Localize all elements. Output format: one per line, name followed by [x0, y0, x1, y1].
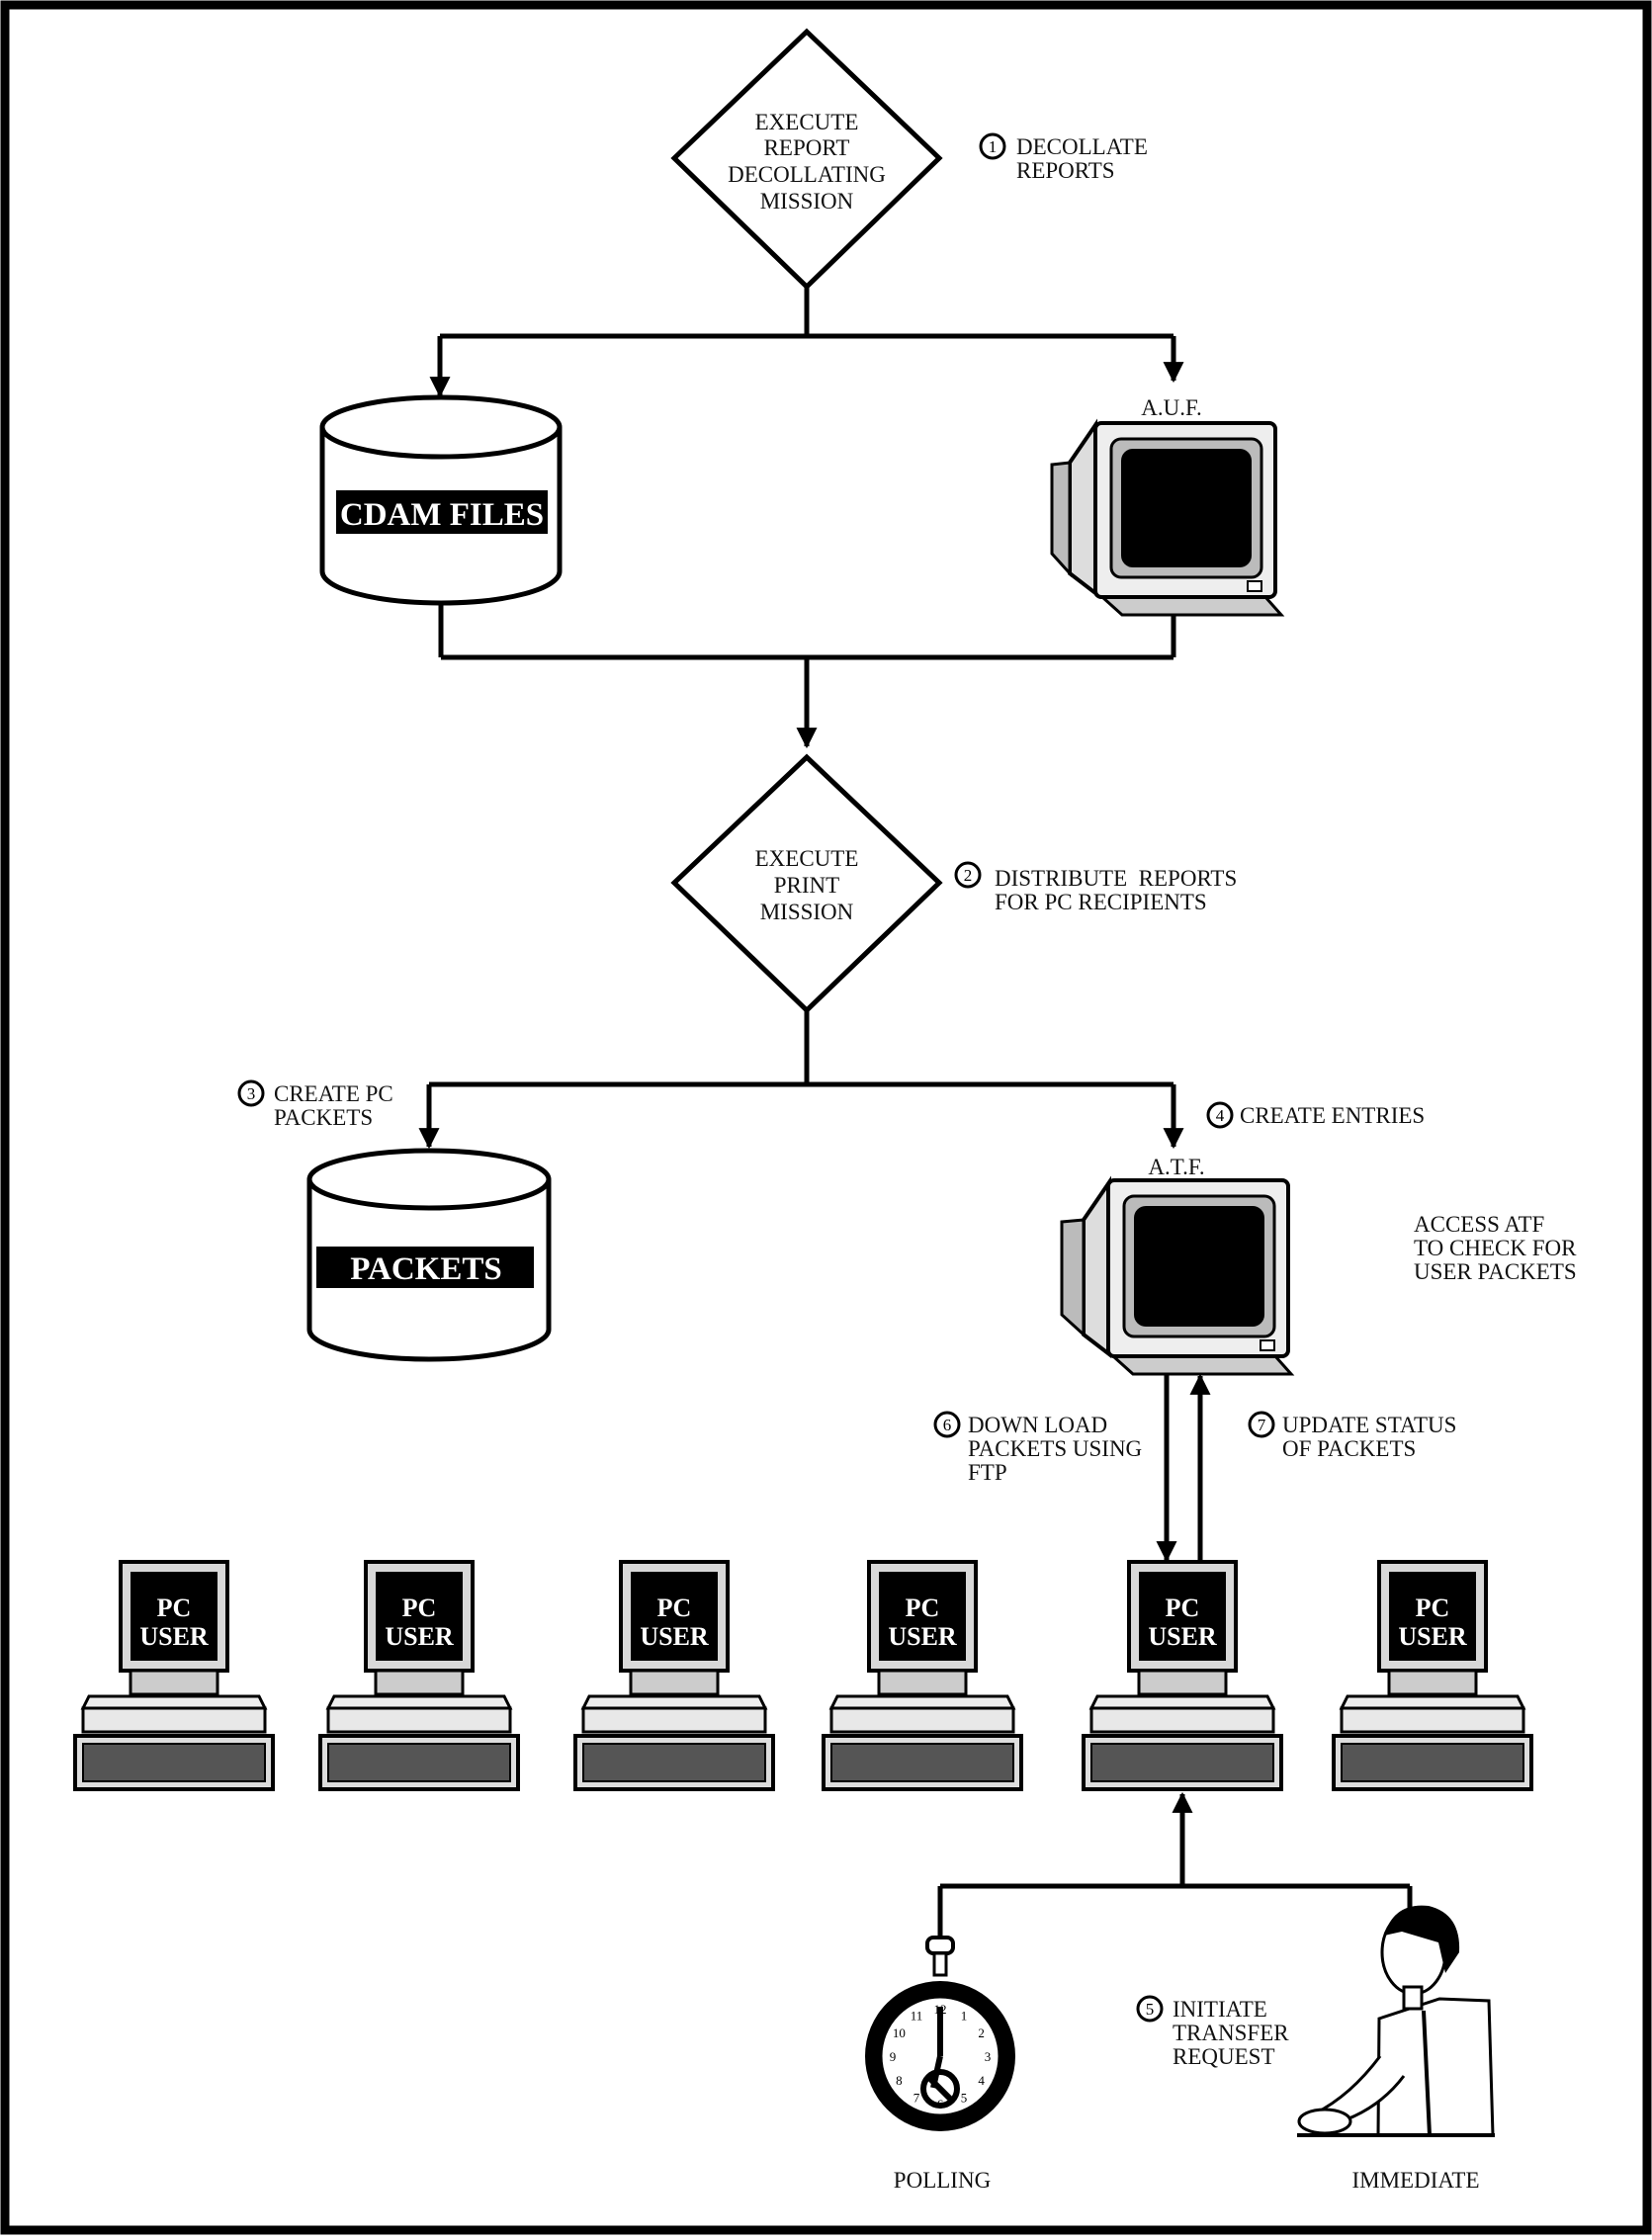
pc-user-3-line-2: USER	[640, 1622, 709, 1651]
step-3-line-2: PACKETS	[274, 1105, 373, 1130]
cdam-files-store: CDAM FILES	[319, 394, 563, 606]
access-note-line-2: TO CHECK FOR	[1414, 1236, 1577, 1260]
transfer-arrows	[1156, 1373, 1211, 1563]
pc-user-2: PC USER	[318, 1560, 520, 1791]
access-atf-note: ACCESS ATF TO CHECK FOR USER PACKETS	[1414, 1212, 1577, 1284]
packets-label-box	[316, 1247, 534, 1288]
step-5-number: 5	[1146, 2000, 1155, 2019]
step-7-line-1: UPDATE STATUS	[1282, 1413, 1456, 1437]
pc-user-1-line-1: PC	[157, 1594, 192, 1622]
step-6-annotation: 6 DOWN LOAD PACKETS USING FTP	[933, 1411, 1142, 1485]
pc-user-4: PC USER	[822, 1560, 1023, 1791]
step-3-annotation: 3 CREATE PC PACKETS	[237, 1079, 393, 1130]
step-1-badge	[979, 132, 1006, 160]
connectors-trigger	[937, 1791, 1413, 1938]
step-1-annotation: 1 DECOLLATE REPORTS	[979, 132, 1148, 183]
step-2-number: 2	[964, 866, 973, 885]
pc-user-5-line-2: USER	[1148, 1622, 1217, 1651]
step-7-number: 7	[1258, 1416, 1266, 1434]
clock-numeral: 3	[985, 2049, 992, 2064]
step-6-line-3: FTP	[968, 1460, 1007, 1485]
step-6-line-2: PACKETS USING	[968, 1436, 1142, 1461]
step-6-number: 6	[943, 1416, 952, 1434]
step-5-annotation: 5 INITIATE TRANSFER REQUEST	[1136, 1995, 1289, 2069]
packets-label: PACKETS	[350, 1251, 501, 1287]
decision-print-line-3: MISSION	[760, 900, 854, 924]
access-note-line-3: USER PACKETS	[1414, 1259, 1577, 1284]
pc-user-5: PC USER	[1082, 1560, 1283, 1791]
step-5-line-3: REQUEST	[1173, 2044, 1275, 2069]
step-4-annotation: 4 CREATE ENTRIES	[1206, 1101, 1425, 1129]
step-1-number: 1	[989, 137, 998, 156]
pc-user-row: PC USER PC USER PC USER	[73, 1560, 1533, 1791]
connectors-merge	[438, 603, 1176, 749]
clock-numeral: 5	[961, 2091, 968, 2106]
access-note-line-1: ACCESS ATF	[1414, 1212, 1544, 1237]
step-1-line-2: REPORTS	[1016, 158, 1115, 183]
cdam-label: CDAM FILES	[340, 497, 544, 533]
clock-numeral: 11	[911, 2008, 923, 2023]
pc-user-1: PC USER	[73, 1560, 275, 1791]
pc-user-5-line-1: PC	[1166, 1594, 1200, 1622]
connectors-middle	[418, 1010, 1184, 1150]
atf-label: A.T.F.	[1148, 1155, 1204, 1179]
step-7-line-2: OF PACKETS	[1282, 1436, 1416, 1461]
step-2-line-1: DISTRIBUTE REPORTS	[995, 866, 1237, 891]
auf-terminal: A.U.F.	[1050, 395, 1285, 617]
decision-print-line-1: EXECUTE	[755, 846, 859, 871]
clock-numeral: 7	[913, 2091, 920, 2106]
step-5-line-2: TRANSFER	[1173, 2021, 1289, 2045]
clock-numeral: 4	[978, 2073, 985, 2088]
step-4-line-1: CREATE ENTRIES	[1240, 1103, 1425, 1128]
step-5-line-1: INITIATE	[1173, 1997, 1267, 2022]
person-icon	[1297, 1905, 1495, 2137]
decision-report-line-3: DECOLLATING	[728, 162, 886, 187]
clock-numeral: 8	[896, 2073, 903, 2088]
pc-user-2-line-2: USER	[385, 1622, 454, 1651]
pc-user-4-line-2: USER	[888, 1622, 957, 1651]
step-3-line-1: CREATE PC	[274, 1081, 393, 1106]
pc-user-6-line-1: PC	[1416, 1594, 1450, 1622]
pc-user-6-line-2: USER	[1398, 1622, 1467, 1651]
decision-print-line-2: PRINT	[774, 873, 839, 898]
pc-user-1-line-2: USER	[139, 1622, 209, 1651]
decision-report-line-1: EXECUTE	[755, 110, 859, 134]
connectors-top	[429, 287, 1184, 398]
immediate-label: IMMEDIATE	[1351, 2168, 1479, 2193]
packets-store: PACKETS	[306, 1148, 552, 1362]
step-2-annotation: 2 DISTRIBUTE REPORTS FOR PC RECIPIENTS	[954, 861, 1237, 914]
step-7-annotation: 7 UPDATE STATUS OF PACKETS	[1248, 1411, 1456, 1461]
step-6-line-1: DOWN LOAD	[968, 1413, 1107, 1437]
cdam-label-box	[336, 490, 548, 534]
auf-label: A.U.F.	[1141, 395, 1201, 420]
pc-user-3: PC USER	[573, 1560, 775, 1791]
atf-terminal: A.T.F.	[1060, 1155, 1295, 1376]
step-3-number: 3	[247, 1084, 256, 1103]
step-1-line-1: DECOLLATE	[1016, 134, 1148, 159]
step-2-line-2: FOR PC RECIPIENTS	[995, 890, 1207, 914]
decision-report-decollating: EXECUTE REPORT DECOLLATING MISSION	[670, 28, 943, 291]
decision-report-line-4: MISSION	[760, 189, 854, 214]
decision-print-mission: EXECUTE PRINT MISSION	[670, 753, 943, 1014]
clock-numeral: 10	[893, 2025, 906, 2040]
pc-user-3-line-1: PC	[657, 1594, 692, 1622]
decision-report-line-2: REPORT	[764, 135, 850, 160]
clock-numeral: 2	[978, 2025, 985, 2040]
pc-user-2-line-1: PC	[402, 1594, 437, 1622]
clock-numeral: 9	[890, 2049, 897, 2064]
polling-label: POLLING	[894, 2168, 991, 2193]
step-4-number: 4	[1216, 1106, 1225, 1125]
pc-user-4-line-1: PC	[906, 1594, 940, 1622]
pc-user-6: PC USER	[1332, 1560, 1533, 1791]
clock-numeral: 1	[961, 2008, 968, 2023]
